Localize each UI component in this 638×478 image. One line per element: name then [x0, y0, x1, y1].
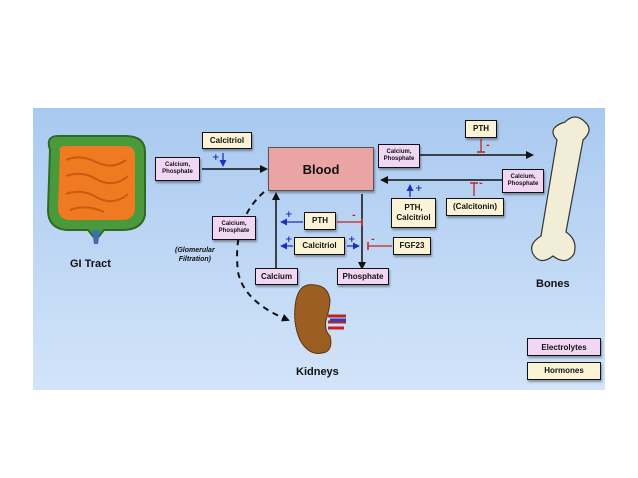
- bone-out-calcium-phosphate-box: Calcium, Phosphate: [378, 144, 420, 168]
- plus-sign-pth-calcium: +: [285, 210, 293, 220]
- bone-in-calcium-phosphate-box: Calcium, Phosphate: [502, 169, 544, 193]
- legend-hormones: Hormones: [527, 362, 601, 380]
- glomerular-filtration-arrow: [236, 191, 290, 322]
- plus-sign-pth-calcitriol: +: [415, 184, 423, 194]
- bones-label: Bones: [536, 278, 570, 290]
- pth-kidney-box: PTH: [304, 212, 336, 230]
- gi-calcium-phosphate-box: Calcium, Phosphate: [155, 157, 200, 181]
- gi-tract-label: GI Tract: [70, 258, 111, 270]
- fgf23-box: FGF23: [393, 237, 431, 255]
- kidney-calcium-box: Calcium: [255, 268, 298, 285]
- kidney-phosphate-box: Phosphate: [337, 268, 389, 285]
- minus-sign-pth-bone: -: [486, 141, 490, 151]
- minus-sign-fgf23: -: [371, 235, 375, 245]
- kidney-illustration: [294, 284, 346, 361]
- kidneys-label: Kidneys: [296, 366, 339, 378]
- minus-sign-calcitonin: -: [479, 179, 483, 189]
- legend-electrolytes: Electrolytes: [527, 338, 601, 356]
- gi-tract-illustration: [46, 134, 146, 244]
- plus-sign-gi: +: [212, 153, 220, 163]
- filtration-calcium-phosphate-box: Calcium, Phosphate: [212, 216, 256, 240]
- minus-sign-pth-phosphate: -: [352, 211, 356, 221]
- calcitriol-gi-box: Calcitriol: [202, 132, 252, 149]
- plus-sign-calcitriol-calcium: +: [285, 235, 293, 245]
- calcitonin-box: (Calcitonin): [446, 198, 504, 216]
- glomerular-filtration-label: (Glomerular Filtration): [175, 247, 215, 263]
- pth-bone-box: PTH: [465, 120, 497, 138]
- blood-box: Blood: [268, 147, 374, 191]
- pth-calcitriol-box: PTH, Calcitriol: [391, 198, 436, 228]
- calcitriol-kidney-box: Calcitriol: [294, 237, 345, 255]
- bone-illustration: [531, 116, 590, 262]
- plus-sign-calcitriol-phosphate: +: [348, 235, 356, 245]
